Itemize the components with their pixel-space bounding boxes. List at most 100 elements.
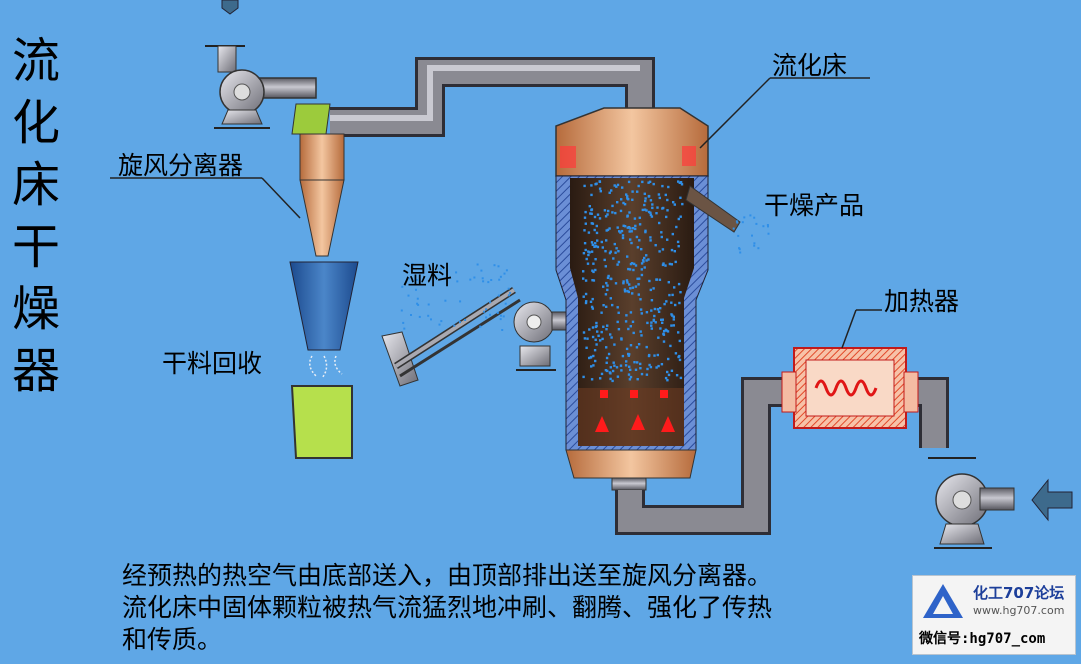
particle — [497, 294, 500, 297]
particle — [613, 343, 616, 346]
particle — [586, 262, 590, 265]
particle — [587, 250, 590, 253]
particle — [417, 303, 420, 306]
particle — [661, 248, 665, 251]
particle — [668, 262, 672, 266]
particle — [459, 300, 462, 303]
particle — [660, 318, 663, 321]
particle — [589, 212, 592, 215]
particle — [629, 238, 632, 241]
particle — [649, 199, 653, 202]
label-wet-material: 湿料 — [402, 261, 453, 290]
particle — [415, 288, 417, 291]
particle — [605, 281, 608, 285]
particle — [645, 373, 649, 376]
particle — [678, 181, 681, 184]
particle — [621, 186, 624, 189]
particles-layer — [400, 180, 770, 383]
particle — [453, 324, 456, 327]
particle — [655, 278, 658, 281]
particle — [639, 330, 642, 333]
particle — [650, 324, 653, 327]
particle — [645, 345, 648, 349]
particle — [658, 278, 662, 281]
particle — [611, 369, 615, 373]
watermark-url: www.hg707.com — [973, 604, 1065, 617]
particle — [649, 211, 652, 214]
particle — [741, 221, 744, 224]
particle — [481, 277, 484, 280]
particle — [630, 262, 634, 265]
particle — [663, 330, 666, 333]
particle — [594, 258, 597, 261]
particle — [629, 311, 633, 314]
particle — [615, 247, 618, 250]
particle — [610, 336, 613, 339]
particle — [679, 215, 682, 218]
watermark-name: 化工707论坛 — [973, 584, 1065, 602]
particle — [650, 299, 654, 302]
particle — [418, 315, 421, 318]
particle — [635, 346, 639, 349]
particle — [456, 280, 459, 283]
particle — [616, 201, 619, 204]
particle — [595, 324, 598, 328]
particle — [605, 356, 609, 360]
description-line-3: 和传质。 — [122, 625, 223, 654]
particle — [591, 297, 594, 301]
particle — [636, 190, 639, 193]
particle — [621, 236, 625, 240]
particle — [620, 229, 624, 233]
particle — [679, 196, 682, 199]
particle — [666, 238, 669, 241]
particle — [621, 354, 625, 358]
particle — [663, 302, 666, 306]
particle — [662, 340, 666, 343]
cyclone-separator — [289, 103, 359, 351]
particle — [593, 349, 597, 352]
particle — [736, 221, 739, 224]
particle — [455, 271, 458, 274]
particle — [659, 307, 662, 310]
particle — [649, 236, 652, 239]
particle — [590, 241, 594, 244]
particle — [604, 369, 608, 372]
particle — [667, 185, 670, 189]
particle — [631, 320, 635, 323]
particle — [612, 257, 615, 260]
particle — [649, 288, 652, 292]
particle — [644, 229, 647, 232]
label-dry-recovery: 干料回收 — [162, 349, 263, 378]
particle — [636, 361, 639, 364]
particle — [667, 357, 670, 361]
particle — [673, 203, 676, 206]
particle — [640, 372, 644, 376]
particle — [767, 225, 769, 228]
particle — [582, 277, 585, 280]
particle — [588, 251, 591, 254]
particle — [440, 320, 443, 323]
particle — [591, 279, 594, 282]
particle — [620, 198, 623, 201]
particle — [410, 314, 412, 316]
particle — [595, 321, 598, 325]
particle — [600, 311, 603, 314]
particle — [400, 309, 403, 312]
particle — [651, 203, 654, 206]
particle — [616, 263, 619, 266]
particle — [499, 318, 502, 321]
particle — [614, 211, 617, 215]
particle — [509, 291, 512, 294]
particle — [664, 376, 668, 380]
particle — [635, 235, 639, 239]
particle — [609, 297, 612, 300]
particle — [594, 268, 597, 272]
particle — [401, 285, 404, 288]
particle — [678, 301, 681, 305]
particle — [627, 226, 631, 229]
particle — [622, 224, 625, 227]
particle — [638, 239, 641, 242]
particle — [590, 305, 594, 309]
particle — [677, 331, 680, 334]
particle — [637, 343, 641, 346]
